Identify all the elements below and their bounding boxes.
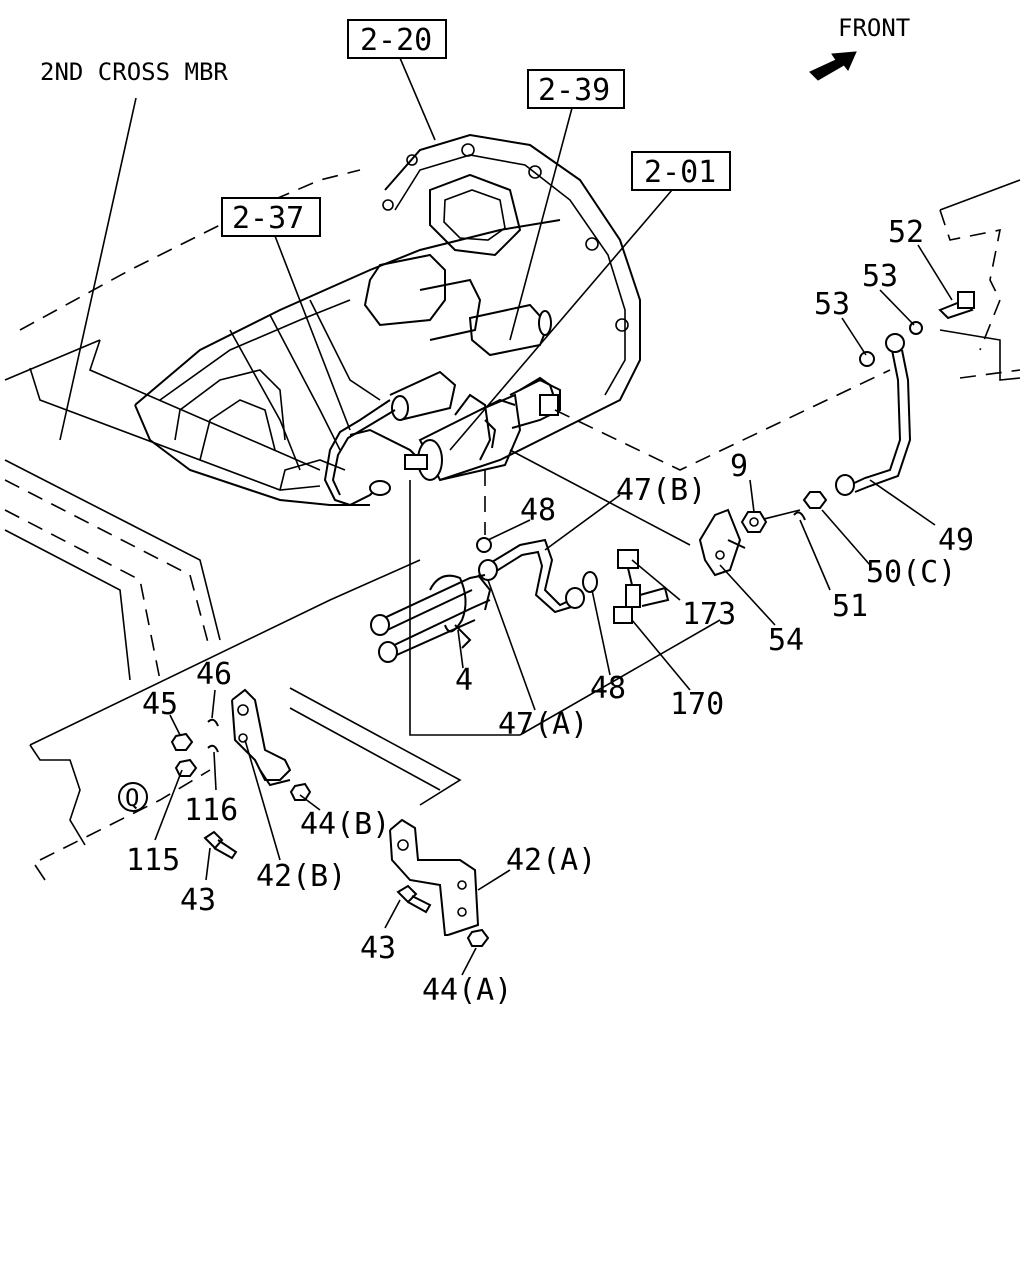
callout-48-lower: 48 [590, 671, 626, 706]
callout-53-lower: 53 [814, 287, 850, 322]
ref-box-2-20[interactable]: 2-20 [347, 19, 447, 59]
callout-labels: 52 53 53 9 47(B) 48 49 50(C) 51 173 54 4… [126, 215, 974, 1008]
ref-box-2-37[interactable]: 2-37 [221, 197, 321, 237]
callout-47b: 47(B) [616, 473, 706, 508]
guide-lines [409, 369, 891, 736]
circle-marker-q: Q [118, 782, 148, 812]
ref-leader-2-01 [449, 189, 673, 451]
callout-52: 52 [888, 215, 924, 250]
frame-outline [4, 169, 1021, 881]
svg-text:2-01: 2-01 [644, 155, 716, 190]
callout-leaders [154, 244, 953, 976]
callout-48-upper: 48 [520, 493, 556, 528]
callout-44a: 44(A) [422, 973, 512, 1008]
cross-member-label: 2ND CROSS MBR [40, 58, 228, 86]
callout-47a: 47(A) [498, 707, 588, 742]
callout-173: 173 [682, 597, 736, 632]
callout-4: 4 [455, 663, 473, 698]
callout-54: 54 [768, 623, 804, 658]
callout-43-right: 43 [360, 931, 396, 966]
ref-box-2-39[interactable]: 2-39 [527, 69, 625, 109]
transmission-housing [134, 133, 641, 506]
svg-text:2-37: 2-37 [232, 201, 304, 236]
ref-leader-2-39 [509, 107, 573, 341]
fittings-173-170 [613, 549, 670, 624]
front-indicator: FRONT [809, 14, 910, 81]
front-arrow-icon [809, 51, 857, 81]
callout-44b: 44(B) [300, 807, 390, 842]
callout-116: 116 [184, 793, 238, 828]
callout-43-left: 43 [180, 883, 216, 918]
callout-9: 9 [730, 449, 748, 484]
bracket-42a [389, 818, 490, 947]
callout-42a: 42(A) [506, 843, 596, 878]
bracket-54 [698, 491, 828, 577]
ref-box-2-01[interactable]: 2-01 [631, 151, 731, 191]
svg-text:Q: Q [125, 784, 139, 812]
ref-leader-2-20 [399, 57, 436, 141]
callout-170: 170 [670, 687, 724, 722]
svg-text:2-20: 2-20 [360, 23, 432, 58]
callout-49: 49 [938, 523, 974, 558]
ref-leader-2-37 [274, 235, 351, 431]
pipe-47a-bundle [370, 574, 492, 663]
flexible-hose-49 [835, 291, 975, 496]
callout-53-upper: 53 [862, 259, 898, 294]
callout-42b: 42(B) [256, 859, 346, 894]
clutch-line-left [323, 399, 428, 507]
callout-45: 45 [142, 687, 178, 722]
svg-text:2-39: 2-39 [538, 73, 610, 108]
front-label: FRONT [838, 14, 910, 42]
cross-member-leader [59, 97, 137, 441]
bracket-42b [170, 688, 312, 860]
callout-51: 51 [832, 589, 868, 624]
callout-46: 46 [196, 657, 232, 692]
callout-115: 115 [126, 843, 180, 878]
callout-50c: 50(C) [866, 555, 956, 590]
